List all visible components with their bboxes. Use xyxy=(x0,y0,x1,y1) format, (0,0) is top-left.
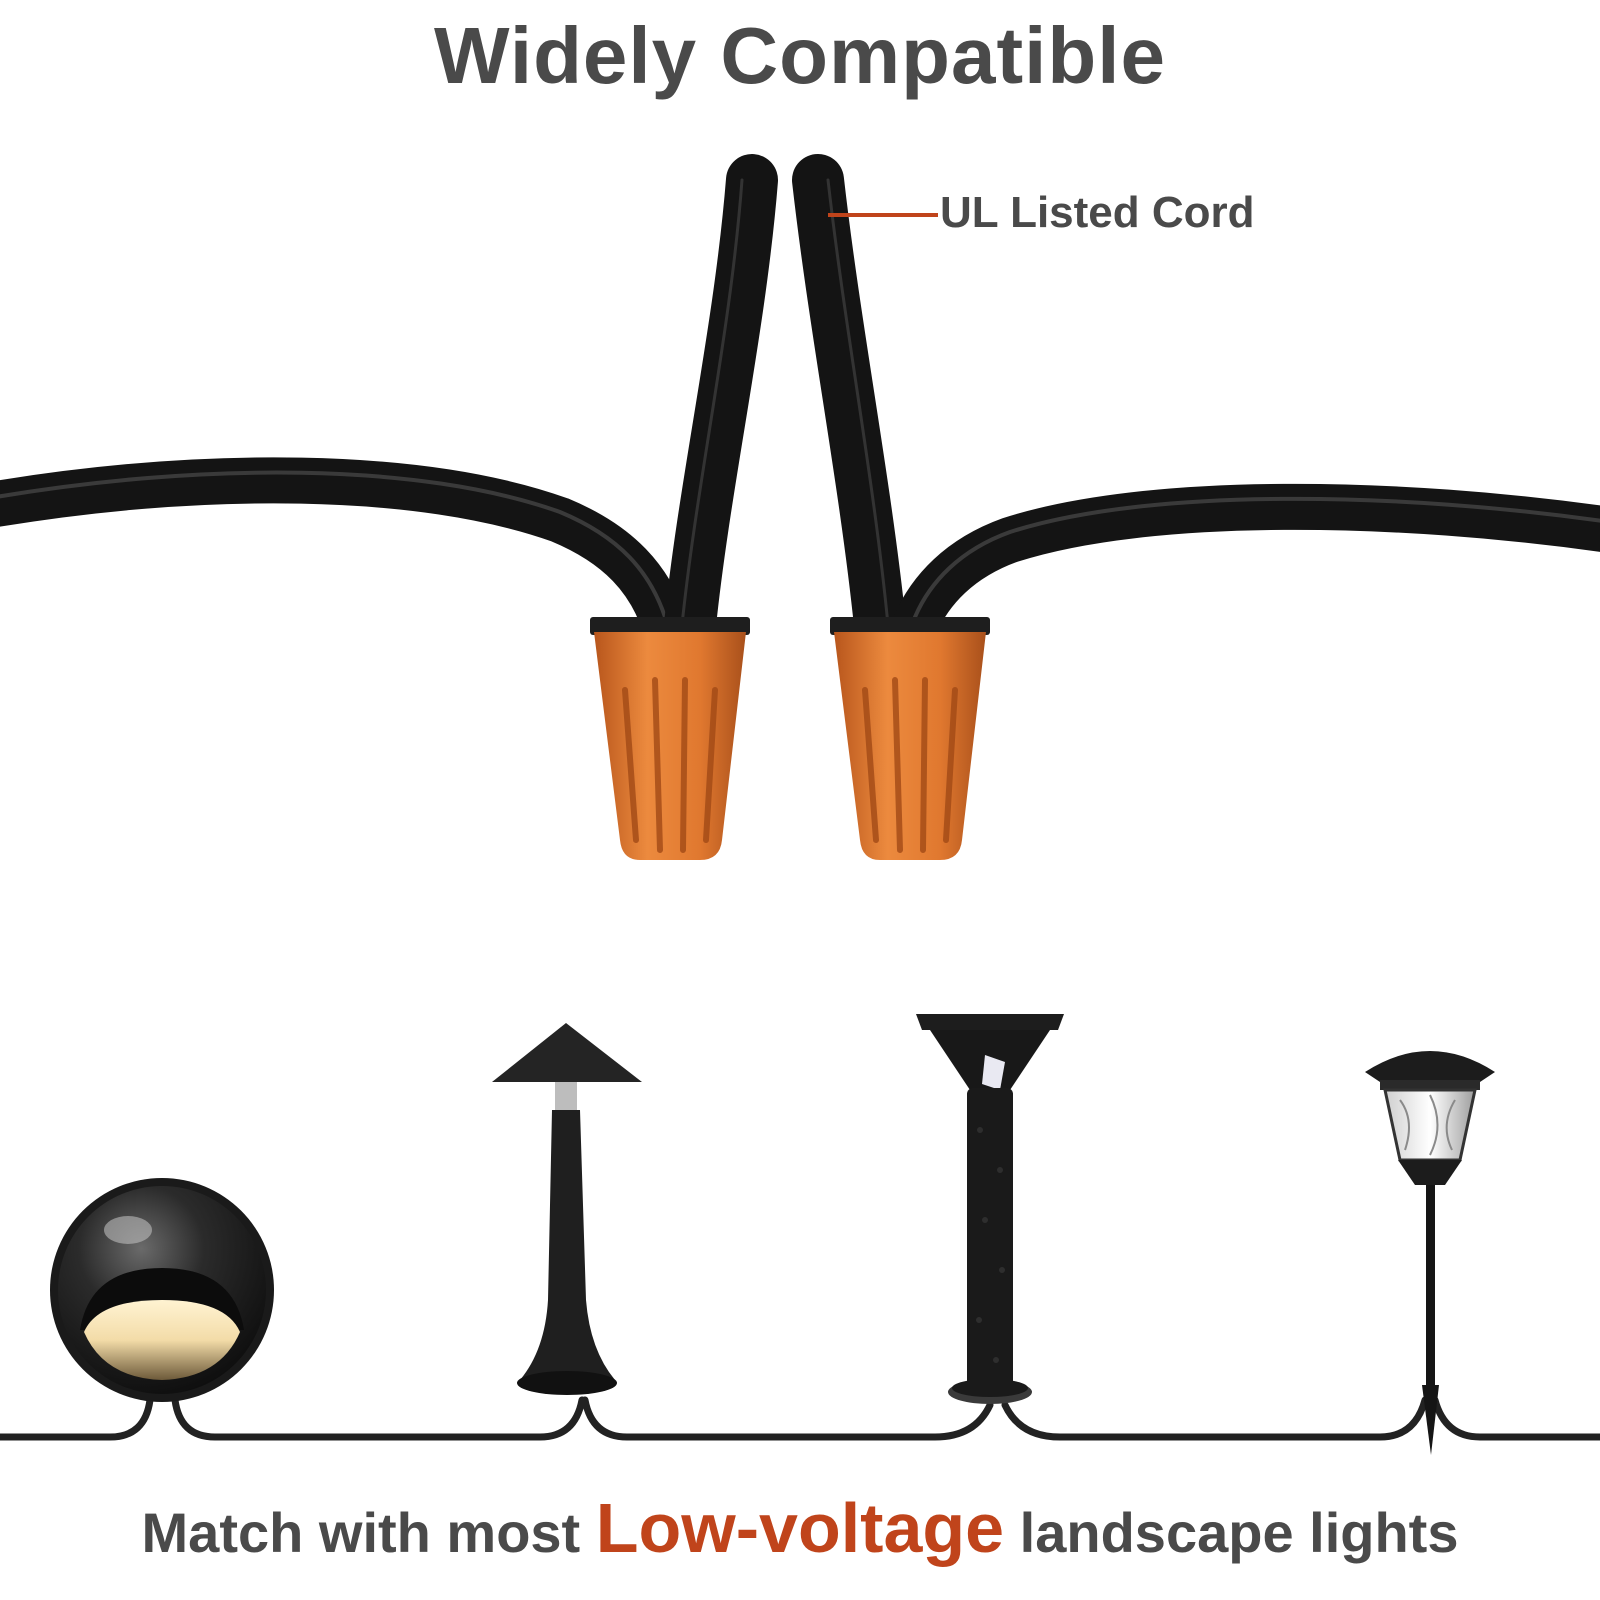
caption-tail-text: landscape lights xyxy=(1004,1501,1459,1564)
caption-highlight-text: Low-voltage xyxy=(595,1489,1005,1567)
caption-lead-text: Match with most xyxy=(141,1501,596,1564)
landscape-wire-run xyxy=(0,1396,1600,1441)
orange-wire-connector-right xyxy=(830,617,990,860)
solar-stake-light-icon xyxy=(1365,1051,1495,1455)
black-cord xyxy=(0,154,1600,651)
page-title: Widely Compatible xyxy=(434,11,1166,100)
compatibility-caption: Match with most Low-voltage landscape li… xyxy=(0,1488,1600,1568)
ul-listed-cord-label: UL Listed Cord xyxy=(940,188,1255,237)
bollard-path-light-icon xyxy=(916,1014,1064,1404)
orange-wire-connector-left xyxy=(590,617,750,860)
dome-deck-light-icon xyxy=(50,1178,274,1402)
cone-hat-path-light-icon xyxy=(492,1023,642,1395)
